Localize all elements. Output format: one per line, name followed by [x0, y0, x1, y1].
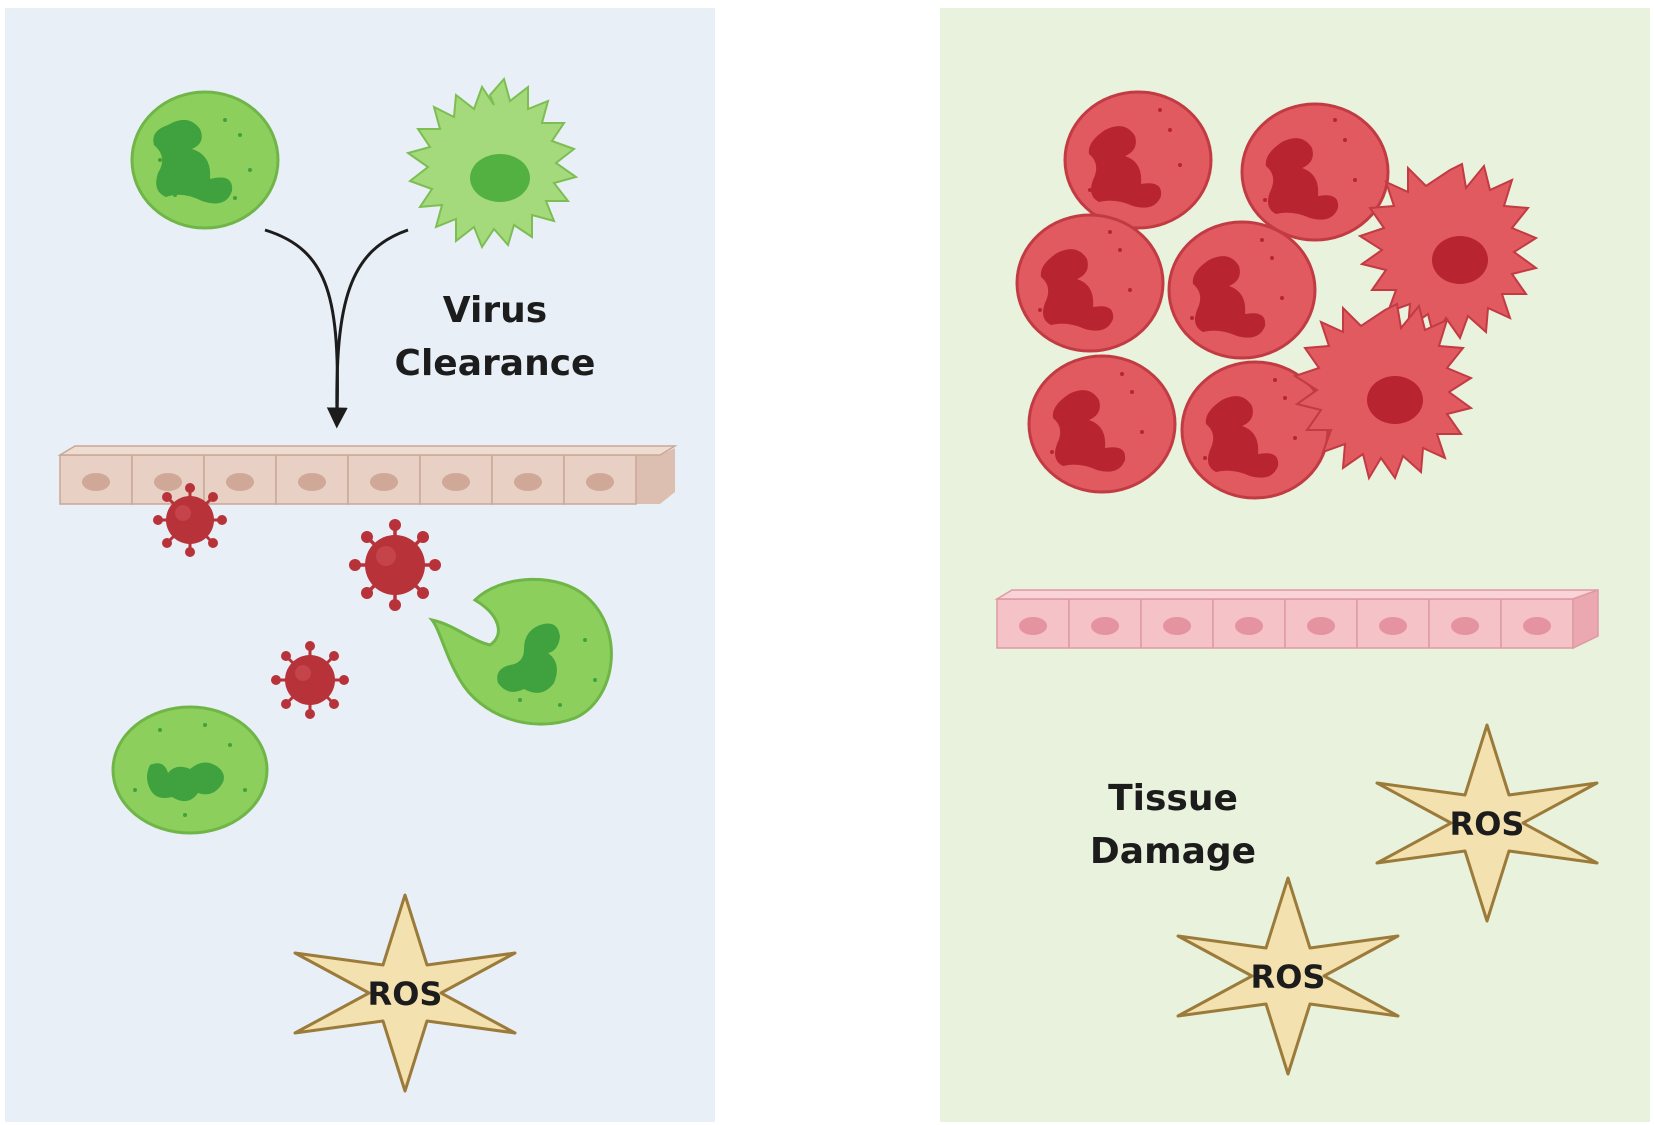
tissue-damage-label-line1: Tissue	[1108, 778, 1238, 819]
virus-clearance-label-line1: Virus	[443, 290, 547, 331]
activated-macrophage	[1357, 162, 1539, 341]
activated-neutrophil	[1027, 354, 1177, 494]
activated-macrophage	[1292, 302, 1474, 481]
ros-star	[1375, 723, 1599, 923]
activated-neutrophil	[1063, 90, 1213, 230]
virus-particle	[349, 519, 441, 611]
activated-neutrophil	[1180, 360, 1330, 500]
virus-particle	[271, 641, 349, 719]
ros-star	[293, 893, 517, 1093]
epithelial-layer-right	[994, 588, 1599, 650]
virus-clearance-label-line2: Clearance	[395, 343, 596, 384]
tissue-damage-label-line2: Damage	[1090, 831, 1256, 872]
ros-label: ROS	[368, 975, 443, 1013]
activated-neutrophil	[1167, 220, 1317, 360]
activated-neutrophil	[1240, 102, 1390, 242]
ros-star	[1176, 876, 1400, 1076]
neutrophil-cell	[111, 705, 269, 835]
neutrophil-cell	[130, 90, 280, 230]
arrow-from-macrophage	[335, 228, 409, 419]
ros-label: ROS	[1251, 958, 1326, 996]
phagocytosing-neutrophil	[428, 577, 613, 726]
ros-label: ROS	[1450, 805, 1525, 843]
virus-particle	[153, 483, 227, 557]
macrophage-cell	[405, 76, 579, 250]
epithelial-layer-left	[57, 445, 678, 505]
activated-neutrophil	[1015, 213, 1165, 353]
